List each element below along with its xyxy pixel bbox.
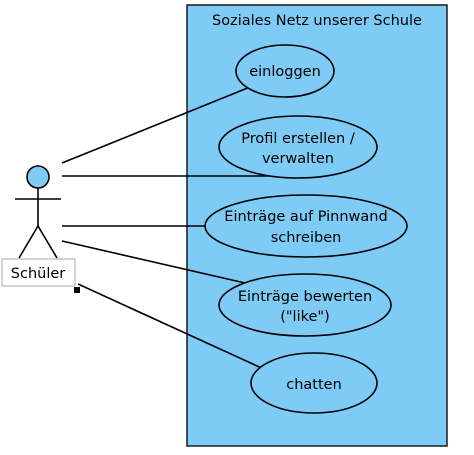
use-case-label: chatten <box>286 377 342 393</box>
system-title: Soziales Netz unserer Schule <box>212 13 422 29</box>
use-case-label: Einträge bewerten <box>238 289 372 305</box>
use-case-label: schreiben <box>271 230 342 246</box>
use-case-pinnwand: Einträge auf Pinnwand schreiben <box>204 194 408 258</box>
actor-label: Schüler <box>11 266 66 282</box>
use-case-label: ("like") <box>280 309 330 325</box>
use-case-ellipse <box>218 115 378 179</box>
use-case-label: Profil erstellen / <box>241 131 355 147</box>
association-chatten <box>77 283 269 372</box>
association-einloggen <box>61 84 256 164</box>
use-case-ellipse <box>250 352 378 414</box>
use-case-label: verwalten <box>262 151 334 167</box>
actor-head <box>26 165 50 189</box>
use-case-label: Einträge auf Pinnwand <box>224 209 387 225</box>
use-case-ellipse <box>235 44 335 98</box>
actor-figure <box>15 165 61 259</box>
use-case-ellipse <box>204 194 408 258</box>
associations <box>61 84 270 372</box>
use-case-ellipse <box>218 273 392 337</box>
actor-left-leg <box>18 225 39 259</box>
use-case-label: einloggen <box>249 64 321 80</box>
use-case-bewerten: Einträge bewerten ("like") <box>218 273 392 337</box>
use-case-chatten: chatten <box>250 352 378 414</box>
selection-handle[interactable] <box>74 287 80 293</box>
use-case-profil: Profil erstellen / verwalten <box>218 115 378 179</box>
actor-label-box <box>1 258 76 287</box>
use-case-einloggen: einloggen <box>235 44 335 98</box>
actor-right-leg <box>37 225 58 259</box>
association-bewerten <box>61 240 246 284</box>
